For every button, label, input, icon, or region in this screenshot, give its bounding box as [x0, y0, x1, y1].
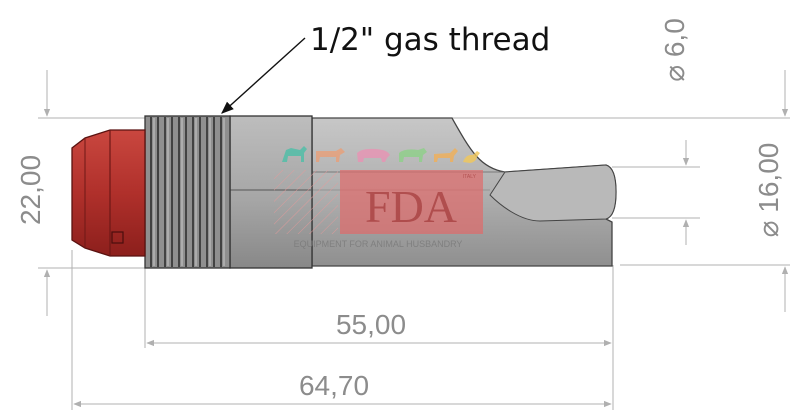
red-cap	[71, 129, 146, 257]
valve-tip	[489, 164, 617, 222]
logo-brand: FDA	[365, 181, 457, 232]
height-dimension-value: 22,00	[15, 155, 46, 225]
cap-notch	[111, 231, 124, 244]
goat-icon	[434, 148, 458, 162]
dia-large-value: ⌀ 16,00	[753, 143, 784, 238]
length-total-value: 64,70	[299, 370, 369, 401]
thread-ridges	[150, 117, 222, 267]
logo-small-mark: ITALY	[463, 174, 477, 180]
thread-callout: 1/2" gas thread	[221, 22, 550, 114]
threaded-section	[144, 115, 231, 269]
sheep-icon	[399, 148, 427, 162]
logo-red-box	[340, 170, 483, 234]
pig-icon	[357, 148, 390, 162]
animal-silhouettes	[282, 146, 480, 163]
horse-icon	[282, 146, 307, 162]
cow-icon	[316, 148, 345, 162]
length-55-value: 55,00	[336, 309, 406, 340]
bird-icon	[463, 151, 480, 163]
logo-tagline: EQUIPMENT FOR ANIMAL HUSBANDRY	[294, 239, 463, 249]
fda-logo-watermark: FDA ITALY EQUIPMENT FOR ANIMAL HUSBANDRY	[274, 146, 483, 249]
dimension-lines	[38, 70, 790, 410]
callout-label: 1/2" gas thread	[310, 22, 550, 58]
callout-leader-line	[221, 37, 306, 114]
dia-small-value: ⌀ 6,0	[659, 18, 690, 82]
